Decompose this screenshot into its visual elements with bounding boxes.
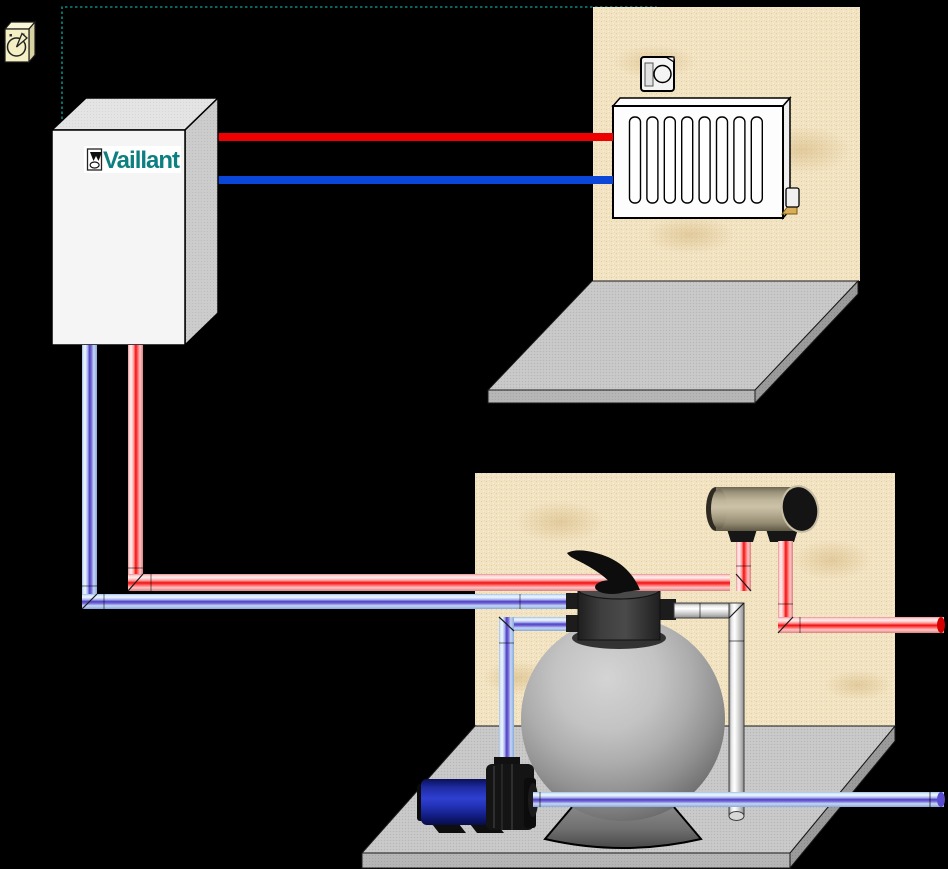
valve-handle-base xyxy=(595,580,629,594)
radiator-fin xyxy=(663,116,676,204)
radiator-fin xyxy=(646,116,659,204)
radiator-valve xyxy=(781,187,800,215)
radiator-fin xyxy=(715,116,729,204)
hx-open-end xyxy=(780,485,820,533)
pump-foot xyxy=(432,824,466,833)
dial-pointer xyxy=(15,32,28,48)
vaillant-boiler: Vaillant xyxy=(50,96,220,347)
white-pipe-end xyxy=(728,811,745,821)
radiator-flow-pipe xyxy=(208,133,613,141)
radiator-fin xyxy=(698,116,711,204)
pool-cold-pipe-end xyxy=(937,792,945,807)
hx-port-right xyxy=(766,529,798,542)
radiator-return-pipe xyxy=(208,176,613,184)
radiator-room-floor xyxy=(486,279,860,405)
heat-exchanger xyxy=(706,485,820,542)
pump-motor xyxy=(421,779,491,825)
thermostat-dial-icon xyxy=(3,20,37,64)
pool-cold-pipe xyxy=(533,792,945,807)
radiator-fins xyxy=(628,116,763,204)
sand-filter xyxy=(521,617,725,849)
pool-return-white-pipe xyxy=(673,602,745,821)
vaillant-logo: Vaillant xyxy=(84,146,181,174)
room-thermostat-icon xyxy=(640,56,675,92)
hx-port-left xyxy=(727,529,757,542)
pump-head xyxy=(486,764,534,830)
circulation-pump xyxy=(417,757,538,833)
panel-radiator xyxy=(611,96,800,220)
pump-suction-pipe xyxy=(498,616,570,760)
pool-hot-pipe-end xyxy=(937,617,945,633)
radiator-fin xyxy=(733,116,746,204)
brand-text: Vaillant xyxy=(103,147,180,174)
radiator-fin xyxy=(681,116,694,204)
filter-tank xyxy=(521,617,725,821)
pool-hot-pipe xyxy=(777,541,945,634)
cold-return-pipe xyxy=(81,345,570,610)
radiator-fin xyxy=(750,116,763,204)
radiator-fin xyxy=(628,116,642,204)
valve-port-right xyxy=(656,599,676,620)
